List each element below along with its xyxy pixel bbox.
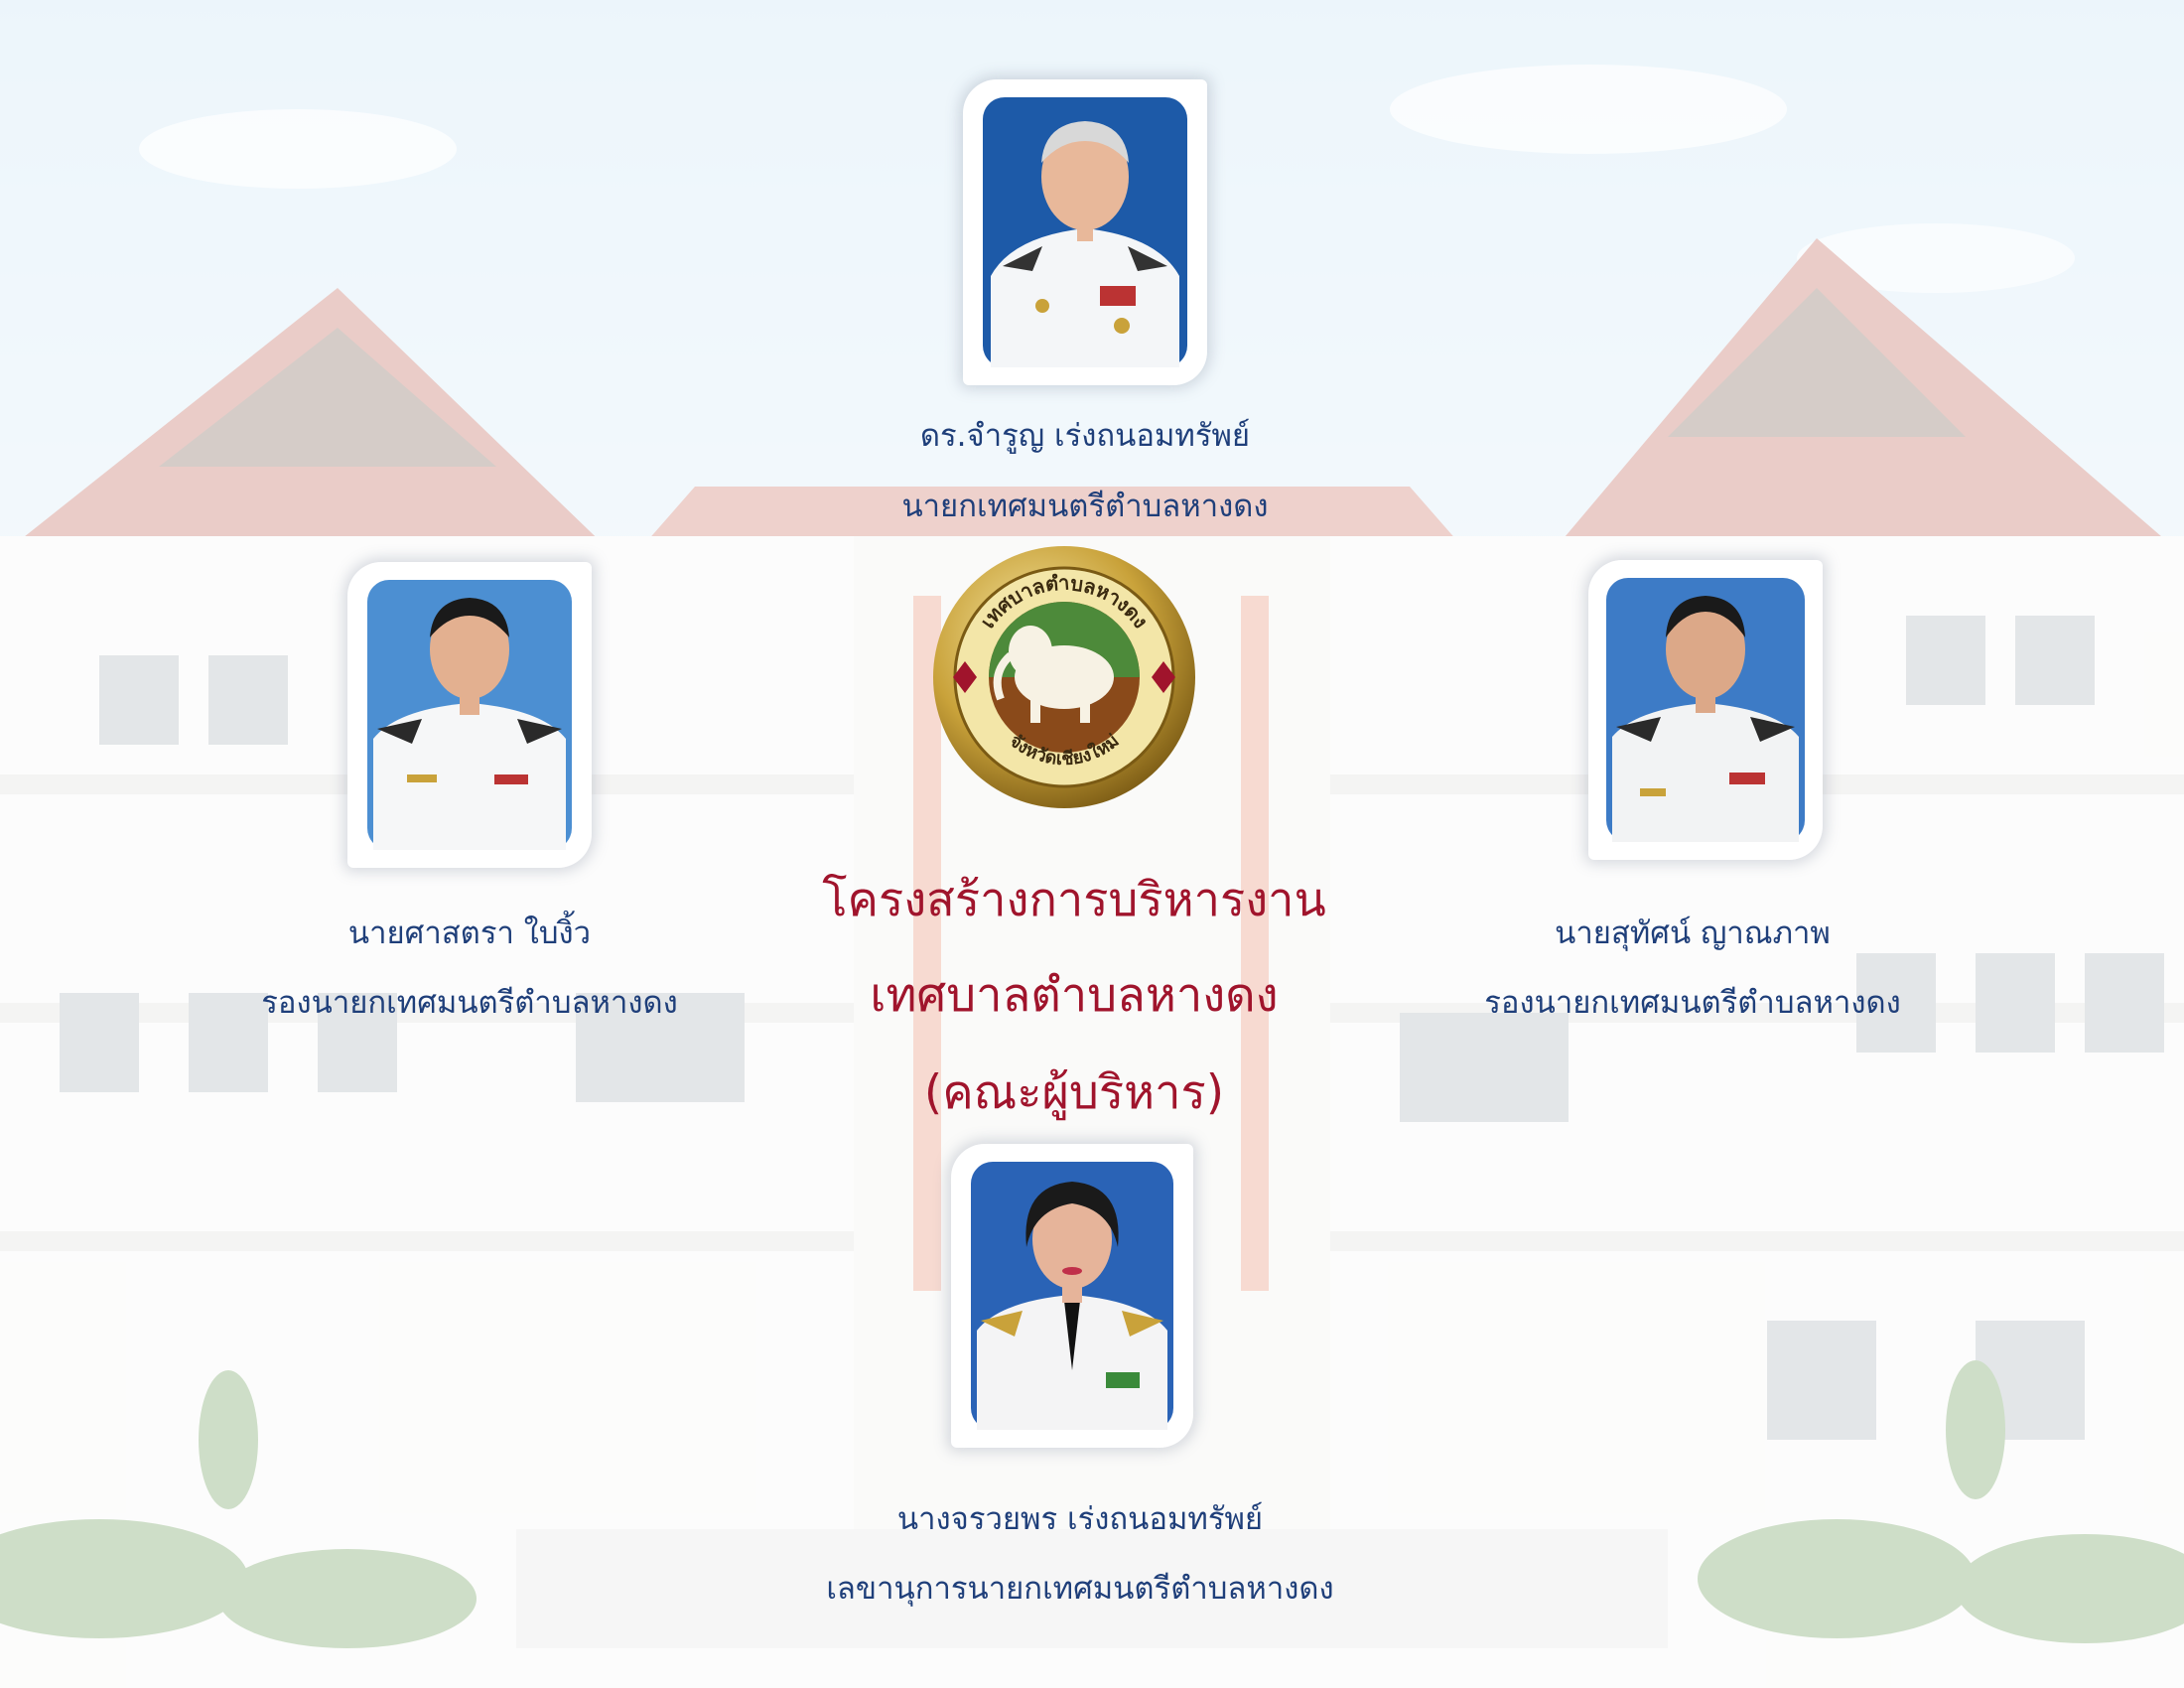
deputy-left-portrait-photo — [367, 580, 572, 850]
page-title-line-1: โครงสร้างการบริหารงาน — [822, 873, 1326, 927]
mayor-photo-frame — [963, 79, 1207, 385]
mayor-name: ดร.จำรูญ เร่งถนอมทรัพย์ — [919, 418, 1251, 454]
secretary-photo-frame — [951, 1144, 1193, 1448]
mayor-portrait-photo — [983, 97, 1187, 367]
page-title-line-3: (คณะผู้บริหาร) — [923, 1065, 1225, 1120]
mayor-position: นายกเทศมนตรีตำบลหางดง — [901, 489, 1269, 524]
deputy-left-photo-frame — [347, 562, 592, 868]
deputy-right-photo-frame — [1588, 560, 1823, 860]
deputy-right-name: นายสุทัศน์ ญาณภาพ — [1555, 915, 1831, 951]
page-title-line-2: เทศบาลตำบลหางดง — [870, 968, 1279, 1023]
deputy-right-position: รองนายกเทศมนตรีตำบลหางดง — [1484, 985, 1901, 1021]
deputy-right-portrait-photo — [1606, 578, 1805, 842]
secretary-position: เลขานุการนายกเทศมนตรีตำบลหางดง — [826, 1571, 1334, 1607]
secretary-portrait-photo — [971, 1162, 1173, 1430]
deputy-left-position: รองนายกเทศมนตรีตำบลหางดง — [261, 985, 678, 1021]
secretary-name: นางจรวยพร เร่งถนอมทรัพย์ — [896, 1501, 1264, 1537]
deputy-left-name: นายศาสตรา ใบงิ้ว — [347, 915, 592, 951]
municipal-seal-icon: เทศบาลตำบลหางดง จังหวัดเชียงใหม่ — [933, 546, 1195, 808]
